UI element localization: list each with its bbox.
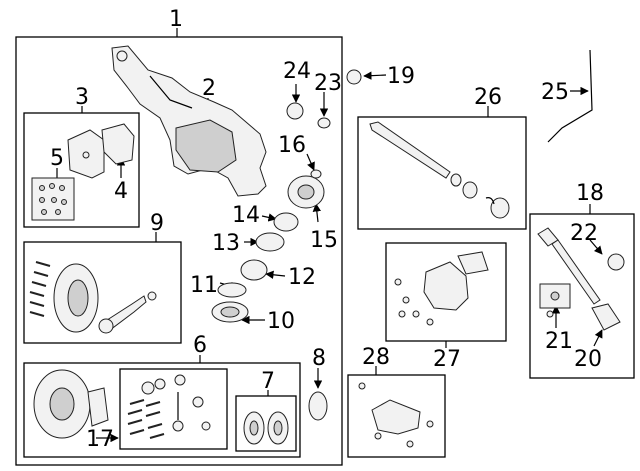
box-bracket bbox=[347, 374, 446, 458]
callout-13: 13 bbox=[212, 231, 240, 256]
callout-23: 23 bbox=[314, 71, 342, 96]
vent-tube-part bbox=[547, 49, 593, 143]
callout-7: 7 bbox=[261, 369, 275, 394]
callout-4: 4 bbox=[114, 179, 128, 204]
bracket-part bbox=[358, 382, 434, 448]
shim-part bbox=[308, 391, 328, 421]
callout-27: 27 bbox=[433, 347, 461, 372]
box-differential bbox=[23, 362, 301, 458]
callout-20: 20 bbox=[574, 347, 602, 372]
box-axle-assembly bbox=[15, 36, 343, 466]
callout-6: 6 bbox=[193, 333, 207, 358]
callout-18: 18 bbox=[576, 181, 604, 206]
callout-25: 25 bbox=[541, 80, 569, 105]
intermediate-shaft-part bbox=[369, 121, 510, 219]
callout-11: 11 bbox=[190, 273, 218, 298]
bearing-kit-part bbox=[243, 411, 289, 445]
seal-bearing-stack-part bbox=[211, 169, 325, 323]
callout-8: 8 bbox=[312, 346, 326, 371]
callout-24: 24 bbox=[283, 59, 311, 84]
callout-1: 1 bbox=[169, 7, 183, 32]
bushing-part bbox=[286, 102, 304, 120]
ring-pinion-part bbox=[29, 261, 157, 334]
gear-kit-part bbox=[127, 374, 211, 439]
callout-26: 26 bbox=[474, 85, 502, 110]
box-shaft bbox=[357, 116, 527, 230]
callout-3: 3 bbox=[75, 85, 89, 110]
callout-10: 10 bbox=[267, 309, 295, 334]
callout-21: 21 bbox=[545, 329, 573, 354]
callout-5: 5 bbox=[50, 146, 64, 171]
callout-16: 16 bbox=[278, 133, 306, 158]
nut-part bbox=[346, 69, 362, 85]
callout-28: 28 bbox=[362, 345, 390, 370]
callout-2: 2 bbox=[202, 76, 216, 101]
box-ring-pinion bbox=[23, 241, 182, 344]
callout-15: 15 bbox=[310, 228, 338, 253]
actuator-part bbox=[394, 251, 489, 326]
box-gear-kit bbox=[119, 368, 228, 450]
callout-22: 22 bbox=[570, 221, 598, 246]
bolt-set-part bbox=[31, 177, 75, 221]
callout-17: 17 bbox=[86, 427, 114, 452]
box-bearing-kit bbox=[235, 395, 297, 452]
callout-12: 12 bbox=[288, 265, 316, 290]
axle-housing-part bbox=[111, 45, 267, 197]
callout-14: 14 bbox=[232, 203, 260, 228]
callout-9: 9 bbox=[150, 211, 164, 236]
axle-shaft-part bbox=[537, 227, 625, 331]
callout-19: 19 bbox=[387, 64, 415, 89]
cover-kit-part bbox=[67, 123, 135, 179]
box-axle-shaft bbox=[529, 213, 635, 379]
differential-case-part bbox=[33, 369, 109, 439]
washer-part bbox=[317, 117, 331, 129]
